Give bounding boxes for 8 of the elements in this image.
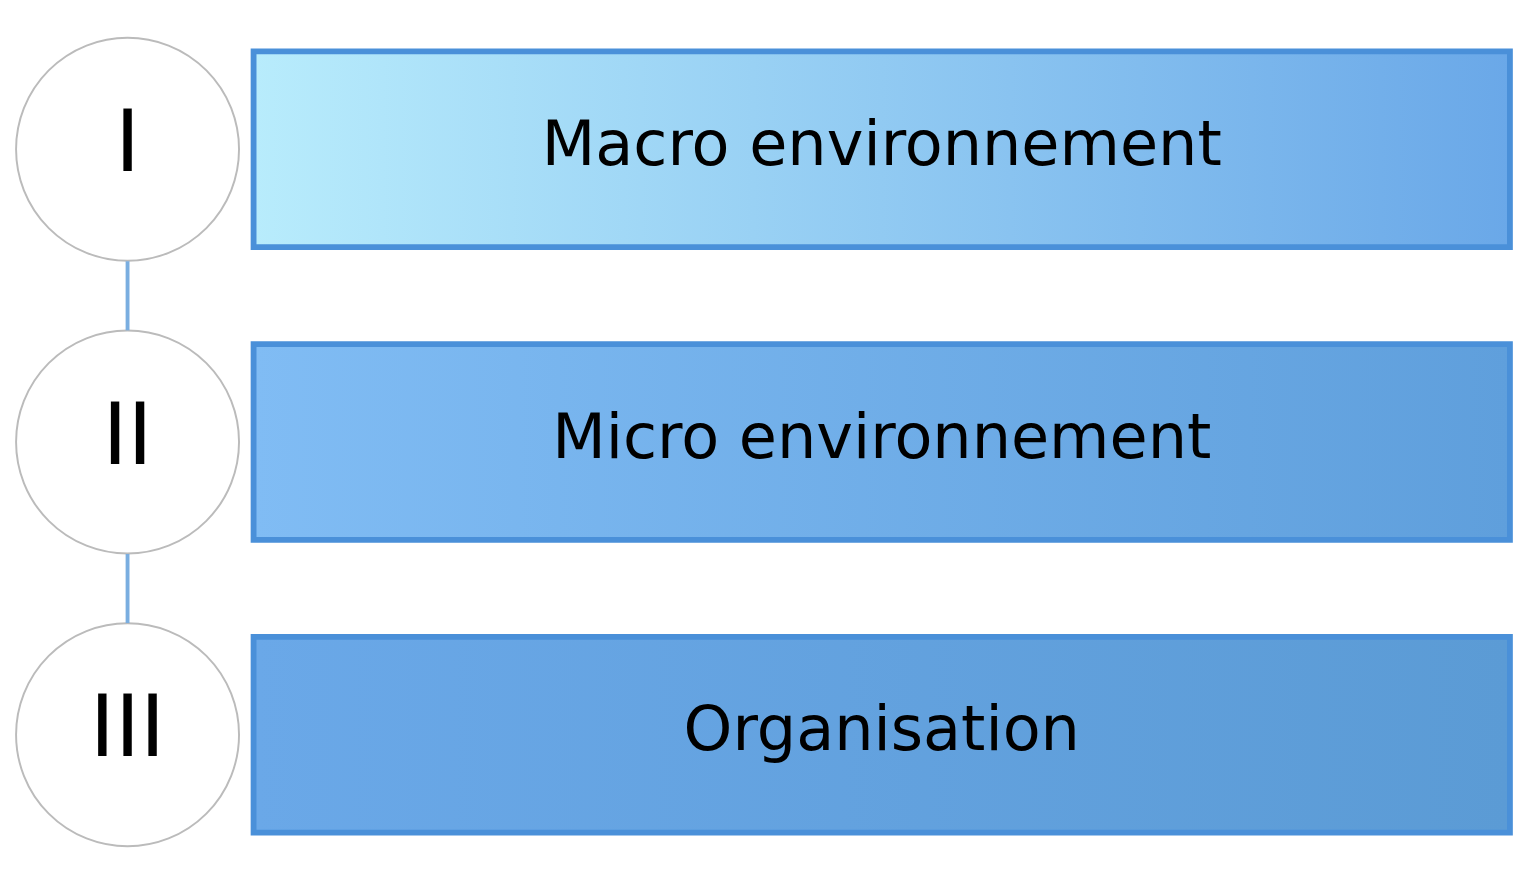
node-box: Micro environnement <box>250 341 1513 543</box>
node-circle: II <box>15 329 240 555</box>
node-circle: I <box>15 36 240 262</box>
node-box: Macro environnement <box>250 48 1513 251</box>
connector <box>125 261 130 331</box>
node-box: Organisation <box>250 633 1513 836</box>
connector <box>125 554 130 624</box>
node-circle: III <box>15 622 240 848</box>
